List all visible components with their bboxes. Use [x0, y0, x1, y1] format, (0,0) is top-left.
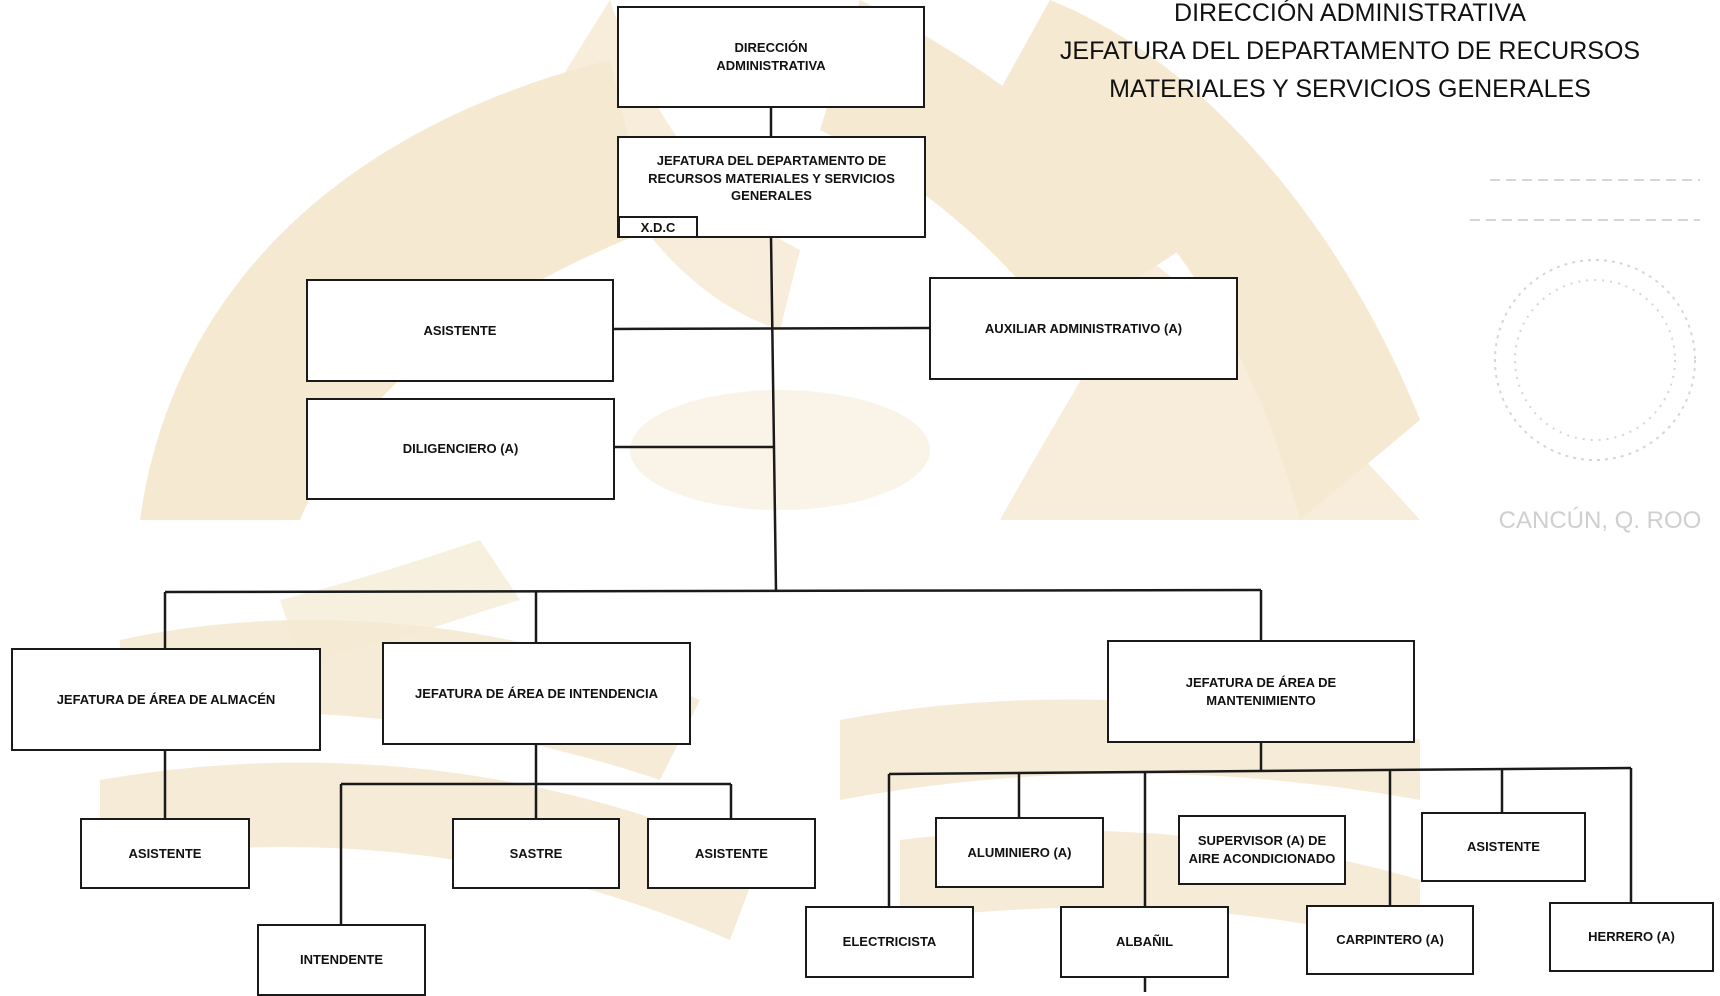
- box-label: ALUMINIERO (A): [967, 844, 1072, 860]
- box-label: CARPINTERO (A): [1336, 932, 1444, 948]
- box-asistente-mantenimiento: ASISTENTE: [1421, 812, 1586, 882]
- box-direccion-administrativa: DIRECCIÓN ADMINISTRATIVA: [617, 6, 925, 108]
- stamp-text: CANCÚN, Q. ROO: [1499, 507, 1702, 534]
- box-label: JEFATURA DE ÁREA DE INTENDENCIA: [415, 685, 658, 701]
- box-asistente-intendencia: ASISTENTE: [647, 818, 816, 889]
- box-herrero: HERRERO (A): [1549, 902, 1714, 972]
- title-line-3: MATERIALES Y SERVICIOS GENERALES: [1109, 75, 1591, 103]
- box-label: ASISTENTE: [695, 845, 768, 861]
- box-label: AUXILIAR ADMINISTRATIVO (A): [984, 320, 1183, 336]
- box-supervisor-aire: SUPERVISOR (A) DE AIRE ACONDICIONADO: [1178, 815, 1346, 885]
- title-line-2: JEFATURA DEL DEPARTAMENTO DE RECURSOS: [1059, 37, 1641, 65]
- box-label: SUPERVISOR (A) DE AIRE ACONDICIONADO: [1188, 833, 1336, 866]
- box-label: ASISTENTE: [423, 322, 497, 338]
- box-jefatura-departamento: JEFATURA DEL DEPARTAMENTO DE RECURSOS MA…: [617, 136, 926, 238]
- box-label: ELECTRICISTA: [842, 934, 937, 950]
- box-label: ASISTENTE: [1467, 839, 1540, 855]
- box-diligenciero: DILIGENCIERO (A): [306, 398, 615, 500]
- box-label: JEFATURA DE ÁREA DE ALMACÉN: [56, 691, 276, 707]
- box-label: DIRECCIÓN ADMINISTRATIVA: [716, 40, 826, 73]
- box-albanil: ALBAÑIL: [1060, 906, 1229, 978]
- box-label: ALBAÑIL: [1115, 934, 1174, 950]
- xdc-tag: X.D.C: [618, 216, 698, 238]
- box-label: HERRERO (A): [1588, 929, 1675, 945]
- title-line-1: DIRECCIÓN ADMINISTRATIVA: [1174, 0, 1526, 27]
- box-label: SASTRE: [509, 845, 563, 861]
- box-jefatura-almacen: JEFATURA DE ÁREA DE ALMACÉN: [11, 648, 321, 751]
- box-aluminiero: ALUMINIERO (A): [935, 817, 1104, 888]
- connectors: [163, 106, 1633, 992]
- box-asistente-almacen: ASISTENTE: [80, 818, 250, 889]
- box-label: JEFATURA DEL DEPARTAMENTO DE RECURSOS MA…: [648, 153, 895, 204]
- box-sastre: SASTRE: [452, 818, 620, 889]
- box-asistente-staff: ASISTENTE: [306, 279, 614, 382]
- box-auxiliar-administrativo: AUXILIAR ADMINISTRATIVO (A): [929, 277, 1238, 380]
- box-label: INTENDENTE: [299, 952, 384, 968]
- box-carpintero: CARPINTERO (A): [1306, 905, 1474, 975]
- box-jefatura-intendencia: JEFATURA DE ÁREA DE INTENDENCIA: [382, 642, 691, 745]
- box-jefatura-mantenimiento: JEFATURA DE ÁREA DE MANTENIMIENTO: [1107, 640, 1415, 743]
- box-electricista: ELECTRICISTA: [805, 906, 974, 978]
- box-label: JEFATURA DE ÁREA DE MANTENIMIENTO: [1185, 674, 1337, 708]
- box-label: ASISTENTE: [128, 845, 202, 861]
- box-intendente: INTENDENTE: [257, 924, 426, 996]
- chart-title: DIRECCIÓN ADMINISTRATIVA JEFATURA DEL DE…: [1040, 0, 1660, 108]
- box-label: DILIGENCIERO (A): [402, 441, 519, 457]
